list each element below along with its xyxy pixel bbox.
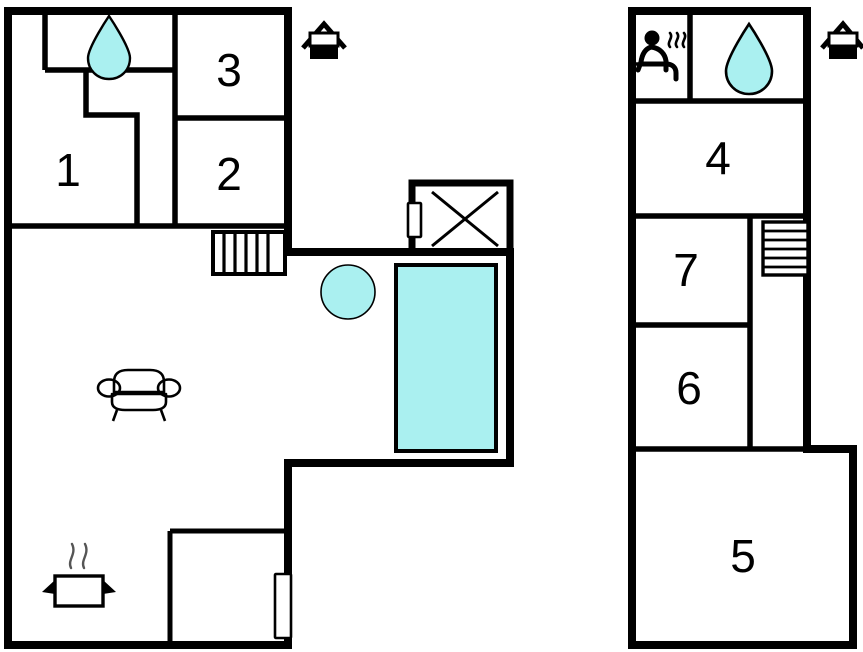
room-label-2: 2 [216, 148, 242, 200]
sofa-icon [96, 368, 182, 422]
room-label-4: 4 [705, 132, 731, 184]
room-label-3: 3 [216, 44, 242, 96]
ground-floor-plan: 1 2 3 [4, 7, 514, 649]
room-label-6: 6 [676, 362, 702, 414]
utility-room-partitions [167, 528, 288, 645]
door-marker-icon-bottom [273, 572, 293, 640]
cooking-pot-icon [42, 542, 116, 608]
ground-floor-partitions [8, 11, 288, 229]
room-label-5: 5 [730, 530, 756, 582]
stairs-vertical-icon [211, 230, 287, 276]
upper-floor-partitions [632, 11, 807, 452]
upper-floor-plan: 4 5 6 7 [628, 7, 863, 649]
pool-rect-icon [394, 263, 498, 453]
house-gable-icon-left [301, 20, 347, 59]
water-drop-icon-upper [724, 21, 774, 96]
stairs-horizontal-icon [761, 220, 810, 277]
ground-floor-outer-walls [4, 7, 514, 649]
room-label-7: 7 [673, 244, 699, 296]
house-gable-icon-right [820, 20, 863, 59]
room-label-1: 1 [55, 144, 81, 196]
sauna-person-icon [631, 30, 687, 82]
round-table-icon [320, 264, 376, 320]
door-marker-icon-terrace [406, 201, 423, 239]
water-drop-icon [86, 13, 132, 81]
cross-mark-icon [431, 190, 499, 248]
upper-floor-outer-walls [628, 7, 857, 649]
